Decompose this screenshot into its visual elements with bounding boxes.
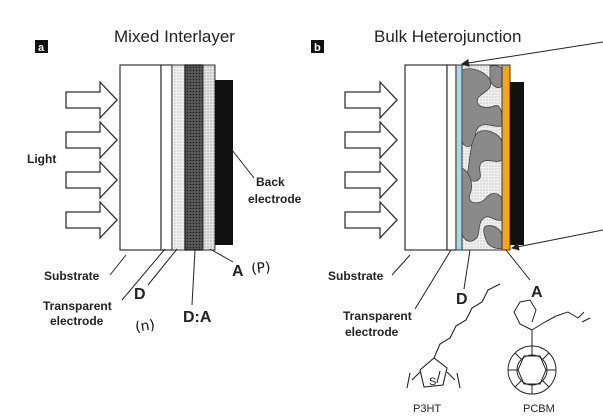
p3ht-structure: S — [406, 283, 501, 389]
donor-label: D — [134, 286, 146, 303]
substrate-pointer-b — [391, 254, 411, 276]
transparent-electrode-pointer — [121, 248, 166, 301]
transparent-electrode-layer-b — [446, 64, 457, 251]
light-arrow-icon — [65, 120, 118, 160]
donor-pointer-b — [463, 249, 471, 290]
transparent-electrode-label-line1: Transparent — [43, 299, 112, 313]
donor-layer — [171, 64, 186, 251]
light-arrow-icon — [344, 80, 398, 120]
light-arrows-b — [344, 80, 398, 240]
transparent-electrode-layer — [160, 64, 173, 251]
pcbm-structure — [507, 299, 591, 395]
cyan-interlayer — [455, 64, 463, 251]
panel-b-title: Bulk Heterojunction — [374, 27, 521, 46]
substrate-pointer — [109, 254, 127, 276]
acceptor-pointer — [209, 248, 234, 263]
panel-a-letter: a — [38, 42, 45, 54]
substrate-layer — [119, 64, 162, 251]
light-label: Light — [27, 152, 56, 166]
light-arrow-icon — [65, 200, 118, 240]
interlayer-arrow-bottom — [511, 229, 603, 251]
mixed-pointer — [191, 249, 196, 306]
back-electrode-label-line2: electrode — [248, 192, 302, 206]
light-arrow-icon — [344, 200, 398, 240]
light-arrow-icon — [344, 120, 398, 160]
acceptor-label: A — [232, 263, 244, 280]
light-arrow-icon — [344, 160, 398, 200]
donor-label-b: D — [456, 291, 468, 308]
donor-phase-domains — [461, 65, 503, 249]
panel-a-letter-box — [35, 40, 48, 53]
panel-b-letter-box — [311, 40, 324, 53]
handwritten-n-annotation: (n) — [134, 317, 156, 336]
substrate-label: Substrate — [44, 269, 100, 283]
p3ht-label: P3HT — [413, 403, 441, 415]
acceptor-layer — [202, 64, 216, 251]
back-electrode-pointer — [231, 149, 255, 179]
panel-a-title: Mixed Interlayer — [114, 27, 235, 46]
mixed-da-layer — [184, 64, 204, 251]
acceptor-label-b: A — [531, 284, 543, 301]
substrate-label-b: Substrate — [328, 269, 384, 283]
transparent-electrode-pointer-b — [414, 249, 452, 310]
transparent-electrode-label-b-line2: electrode — [345, 325, 399, 339]
panel-b: b Bulk Heterojunction Substrate — [311, 27, 603, 415]
orange-interlayer — [501, 64, 511, 251]
light-arrows — [65, 80, 118, 240]
mixed-label: D:A — [183, 309, 212, 326]
back-electrode — [215, 80, 233, 245]
back-electrode-label-line1: Back — [256, 175, 285, 189]
panel-a: a Mixed Interlayer Light Back electrode … — [27, 27, 302, 336]
back-electrode-b — [510, 82, 524, 245]
svg-text:S: S — [429, 376, 436, 388]
interlayer-arrow-top — [461, 41, 603, 67]
acceptor-pointer-b — [505, 249, 531, 281]
handwritten-p-annotation: (P) — [250, 259, 271, 277]
panel-b-letter: b — [314, 42, 321, 54]
substrate-layer-b — [404, 64, 448, 251]
donor-pointer — [147, 248, 178, 286]
light-arrow-icon — [65, 80, 118, 120]
pcbm-label: PCBM — [523, 403, 555, 415]
transparent-electrode-label-line2: electrode — [50, 314, 104, 328]
transparent-electrode-label-b-line1: Transparent — [343, 309, 412, 323]
light-arrow-icon — [65, 160, 118, 200]
